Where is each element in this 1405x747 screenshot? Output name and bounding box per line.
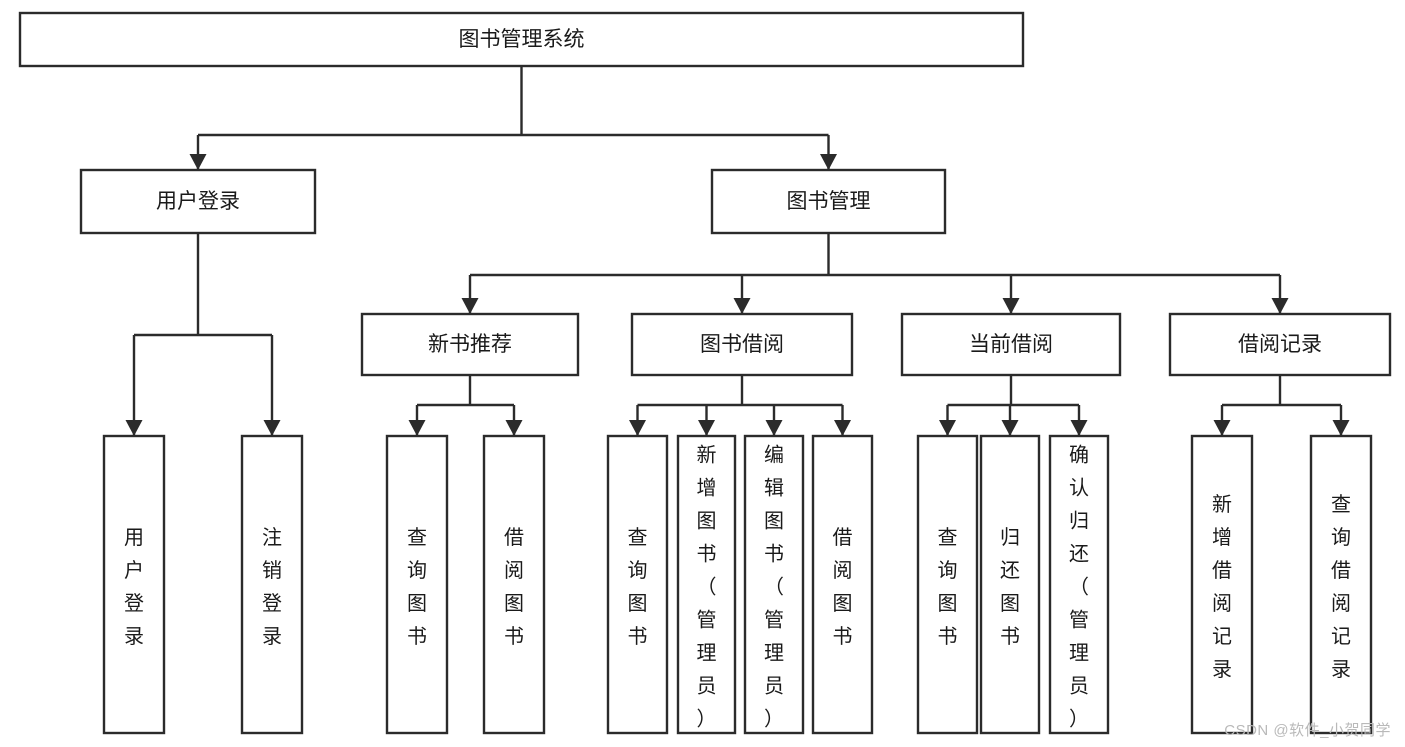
node-leaf-borrow-book-1[interactable]: 借阅图书 (482, 434, 546, 735)
arrow-head (820, 154, 837, 170)
node-box[interactable] (1048, 434, 1110, 735)
node-box[interactable] (102, 434, 166, 735)
connector-group-current-borrow (939, 375, 1088, 436)
arrow-head (1001, 420, 1019, 436)
node-box[interactable] (1190, 434, 1254, 735)
connector-group-book-manage (461, 233, 1289, 314)
node-box[interactable] (900, 312, 1122, 377)
nodes-layer: 图书管理系统用户登录图书管理新书推荐图书借阅当前借阅借阅记录用户登录注销登录查询… (18, 11, 1392, 735)
node-box[interactable] (240, 434, 304, 735)
arrow-head (765, 420, 783, 436)
node-label: 用户登录 (124, 527, 144, 648)
arrow-head (263, 420, 281, 436)
node-box[interactable] (18, 11, 1025, 68)
arrow-head (1213, 420, 1231, 436)
node-box[interactable] (676, 434, 737, 735)
node-leaf-user-login[interactable]: 用户登录 (102, 434, 166, 735)
node-box[interactable] (79, 168, 317, 235)
arrow-head (1332, 420, 1350, 436)
arrow-head (189, 154, 207, 170)
connector-group-new-book-recommend (408, 375, 523, 436)
arrow-head (629, 420, 646, 436)
node-label: 查询图书 (628, 526, 648, 648)
node-label: 归还图书 (1000, 526, 1020, 648)
node-label: 查询图书 (407, 526, 427, 648)
node-label: 用户登录 (156, 190, 240, 213)
node-leaf-add-book-admin[interactable]: 新增图书（管理员） (676, 434, 737, 735)
node-new-book-recommend[interactable]: 新书推荐 (360, 312, 580, 377)
node-leaf-query-book-3[interactable]: 查询图书 (916, 434, 979, 735)
node-leaf-edit-book-admin[interactable]: 编辑图书（管理员） (743, 434, 805, 735)
node-box[interactable] (1168, 312, 1392, 377)
node-box[interactable] (606, 434, 669, 735)
node-leaf-return-book[interactable]: 归还图书 (979, 434, 1041, 735)
node-leaf-query-book-1[interactable]: 查询图书 (385, 434, 449, 735)
node-label: 确认归还（管理员） (1069, 444, 1089, 731)
arrow-head (408, 420, 426, 436)
node-box[interactable] (385, 434, 449, 735)
node-box[interactable] (916, 434, 979, 735)
node-label: 借阅图书 (833, 526, 853, 648)
node-leaf-confirm-return-admin[interactable]: 确认归还（管理员） (1048, 434, 1110, 735)
connector-group-book-borrow (629, 375, 851, 436)
node-box[interactable] (630, 312, 854, 377)
node-leaf-add-borrow-record[interactable]: 新增借阅记录 (1190, 434, 1254, 735)
node-current-borrow[interactable]: 当前借阅 (900, 312, 1122, 377)
node-box[interactable] (1309, 434, 1373, 735)
node-book-borrow[interactable]: 图书借阅 (630, 312, 854, 377)
arrow-head (698, 420, 715, 436)
arrow-head (125, 420, 143, 436)
node-label: 借阅图书 (504, 526, 524, 648)
node-borrow-record[interactable]: 借阅记录 (1168, 312, 1392, 377)
connector-group-root (189, 66, 837, 170)
node-user-login[interactable]: 用户登录 (79, 168, 317, 235)
connectors-layer (125, 66, 1350, 436)
node-label: 新增借阅记录 (1212, 493, 1232, 681)
node-box[interactable] (743, 434, 805, 735)
arrow-head (461, 298, 479, 314)
node-label: 当前借阅 (969, 333, 1053, 356)
arrow-head (834, 420, 851, 436)
arrow-head (1271, 298, 1289, 314)
arrow-head (505, 420, 523, 436)
connector-group-user-login (125, 233, 281, 436)
arrow-head (939, 420, 956, 436)
node-box[interactable] (979, 434, 1041, 735)
node-label: 图书管理 (787, 190, 871, 213)
node-leaf-borrow-book-2[interactable]: 借阅图书 (811, 434, 874, 735)
arrow-head (1002, 298, 1020, 314)
node-leaf-query-book-2[interactable]: 查询图书 (606, 434, 669, 735)
node-label: 查询图书 (938, 526, 958, 648)
node-box[interactable] (482, 434, 546, 735)
node-label: 查询借阅记录 (1331, 493, 1351, 681)
node-label: 借阅记录 (1238, 333, 1322, 356)
arrow-head (733, 298, 751, 314)
node-root[interactable]: 图书管理系统 (18, 11, 1025, 68)
node-label: 注销登录 (262, 526, 282, 648)
node-box[interactable] (710, 168, 947, 235)
node-leaf-logout[interactable]: 注销登录 (240, 434, 304, 735)
node-label: 图书借阅 (700, 333, 784, 356)
node-box[interactable] (360, 312, 580, 377)
connector-group-borrow-record (1213, 375, 1350, 436)
node-leaf-query-borrow-record[interactable]: 查询借阅记录 (1309, 434, 1373, 735)
node-label: 图书管理系统 (459, 28, 585, 51)
node-label: 编辑图书（管理员） (764, 444, 784, 731)
node-label: 新书推荐 (428, 333, 512, 356)
arrow-head (1070, 420, 1088, 436)
node-label: 新增图书（管理员） (697, 444, 717, 731)
watermark-label: CSDN @软件_小贺同学 (1224, 722, 1391, 739)
node-box[interactable] (811, 434, 874, 735)
node-book-manage[interactable]: 图书管理 (710, 168, 947, 235)
